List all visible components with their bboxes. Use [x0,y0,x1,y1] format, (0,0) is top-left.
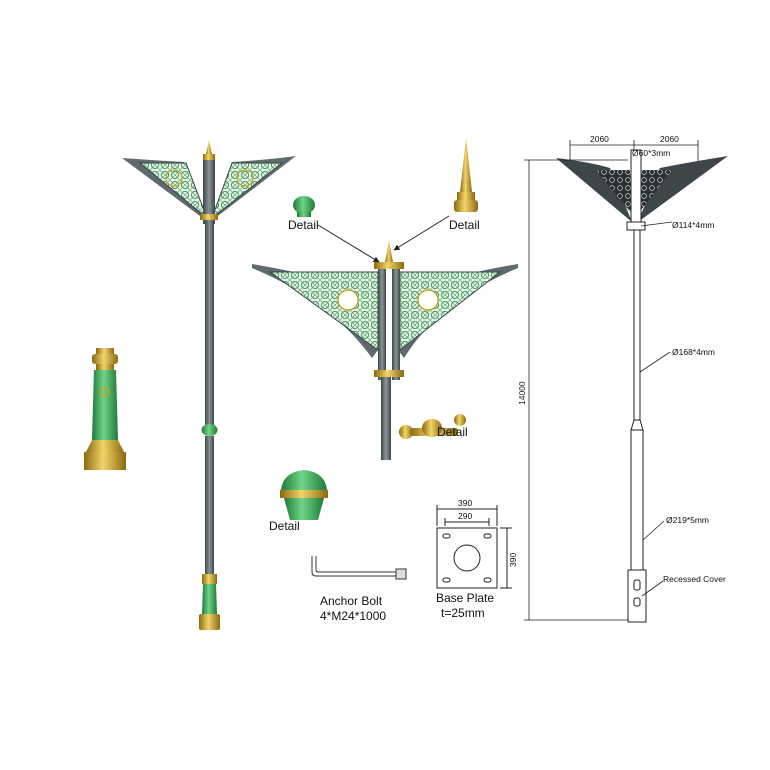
total-height-dimension: 14000 [517,381,527,405]
base-plate-title: Base Plate [436,591,494,605]
base-cap-detail [280,470,328,520]
detail-label-bracket: Detail [437,425,468,439]
pole-render [122,140,296,630]
finial-green-detail [293,196,315,217]
base-sleeve-render [84,348,126,470]
lantern-closeup [252,240,518,460]
arm-diameter-label: Ø114*4mm [672,220,714,230]
base-plate-spec: t=25mm [441,606,485,620]
base-plate-outer-width: 390 [458,498,472,508]
low-diameter-label: Ø219*5mm [666,515,709,525]
span-left-dimension: 2060 [590,134,609,144]
recessed-cover-label: Recessed Cover [663,574,726,584]
detail-label-finial: Detail [288,218,319,232]
bracket-detail [399,414,466,439]
base-plate-inner-width: 290 [458,511,472,521]
anchor-bolt-drawing [311,556,407,580]
anchor-bolt-title: Anchor Bolt [320,594,383,608]
base-plate-drawing [436,505,512,589]
elevation-drawing [524,140,728,623]
span-right-dimension: 2060 [660,134,679,144]
spike-gold-detail [454,138,478,212]
base-plate-height: 390 [508,553,518,567]
mid-diameter-label: Ø168*4mm [672,347,715,357]
top-diameter-label: Ø60*3mm [632,148,670,158]
detail-label-base-cap: Detail [269,519,300,533]
anchor-bolt-spec: 4*M24*1000 [320,609,386,623]
detail-label-spike: Detail [449,218,480,232]
